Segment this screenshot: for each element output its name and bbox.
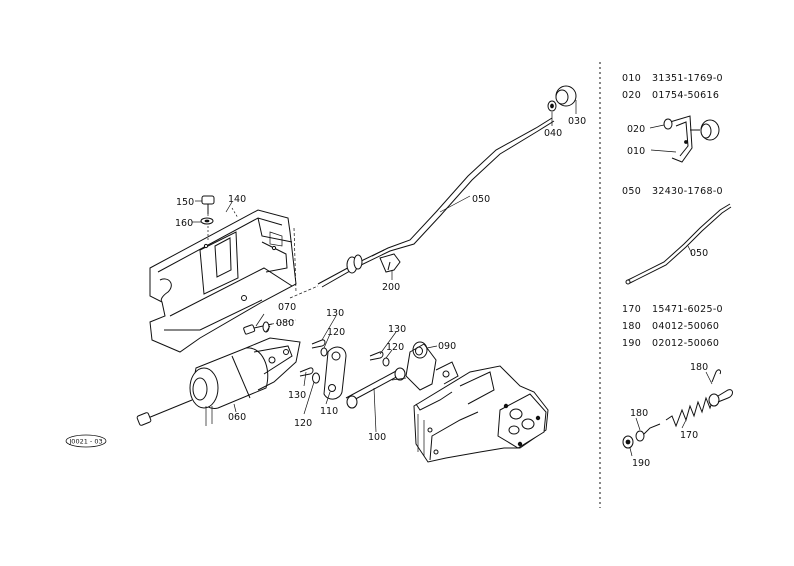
detail-spring-170: 180 180 170 190 (622, 362, 733, 469)
parts-list: 010 31351-1769-0 020 01754-50616 050 324… (622, 73, 723, 349)
washer-120-lower (312, 372, 320, 384)
callout-150: 150 (176, 197, 194, 208)
part-ref: 020 (622, 90, 641, 101)
part-number: 15471-6025-0 (652, 304, 723, 315)
leader-lines (192, 100, 577, 433)
callout-labels: 030 040 050 150 140 160 200 070 080 060 … (175, 116, 586, 443)
part-number: 02012-50060 (652, 338, 719, 349)
solenoid-060 (136, 337, 301, 426)
nut-040 (547, 100, 557, 112)
bolt-150 (201, 195, 215, 240)
split-pin-130-right (369, 351, 384, 361)
detail-callout-180-upper: 180 (690, 362, 708, 373)
callout-050: 050 (472, 194, 490, 205)
callout-090: 090 (438, 341, 456, 352)
callout-110: 110 (320, 406, 338, 417)
lever-110 (323, 346, 347, 400)
detail-callout-020: 020 (627, 124, 645, 135)
part-number: 32430-1768-0 (652, 186, 723, 197)
callout-130-upper: 130 (326, 308, 344, 319)
callout-030: 030 (568, 116, 586, 127)
parts-list-row: 190 02012-50060 (622, 338, 719, 349)
detail-callout-170: 170 (680, 430, 698, 441)
diagram-code-badge: J0021 - 03 (65, 434, 107, 448)
part-ref: 010 (622, 73, 641, 84)
parts-list-row: 050 32430-1768-0 (622, 186, 723, 197)
part-ref: 050 (622, 186, 641, 197)
split-pin-130-upper (311, 339, 326, 349)
callout-100: 100 (368, 432, 386, 443)
parts-list-row: 020 01754-50616 (622, 90, 719, 101)
clip-200 (379, 253, 401, 273)
detail-callout-050: 050 (690, 248, 708, 259)
knob-030 (555, 85, 577, 107)
detail-knob-bracket: 020 010 (627, 115, 720, 163)
part-number: 01754-50616 (652, 90, 719, 101)
link-rod-100 (345, 367, 406, 409)
callout-160: 160 (175, 218, 193, 229)
part-number: 31351-1769-0 (652, 73, 723, 84)
part-ref: 190 (622, 338, 641, 349)
part-ref: 170 (622, 304, 641, 315)
callout-130-right: 130 (388, 324, 406, 335)
parts-list-row: 180 04012-50060 (622, 321, 719, 332)
bracket-140 (149, 207, 297, 353)
callout-140: 140 (228, 194, 246, 205)
callout-120-lower: 120 (294, 418, 312, 429)
washer-120-upper (320, 347, 328, 357)
callout-200: 200 (382, 282, 400, 293)
detail-callout-190: 190 (632, 458, 650, 469)
callout-080: 080 (276, 318, 294, 329)
detail-rod-050: 050 (625, 203, 732, 285)
rod-050 (289, 117, 555, 299)
washer-160 (200, 217, 214, 225)
diagram-code: J0021 - 03 (68, 438, 102, 446)
detail-callout-180-lower: 180 (630, 408, 648, 419)
part-ref: 180 (622, 321, 641, 332)
injection-pump-body (391, 343, 549, 463)
washer-080 (262, 321, 270, 333)
callout-120-right: 120 (386, 342, 404, 353)
callout-040: 040 (544, 128, 562, 139)
detail-callout-010: 010 (627, 146, 645, 157)
callout-060: 060 (228, 412, 246, 423)
split-pin-130-lower (299, 367, 314, 377)
callout-120-upper: 120 (327, 327, 345, 338)
part-number: 04012-50060 (652, 321, 719, 332)
parts-list-row: 170 15471-6025-0 (622, 304, 723, 315)
callout-130-lower: 130 (288, 390, 306, 401)
parts-list-row: 010 31351-1769-0 (622, 73, 723, 84)
callout-070: 070 (278, 302, 296, 313)
washer-120-right (382, 357, 390, 367)
